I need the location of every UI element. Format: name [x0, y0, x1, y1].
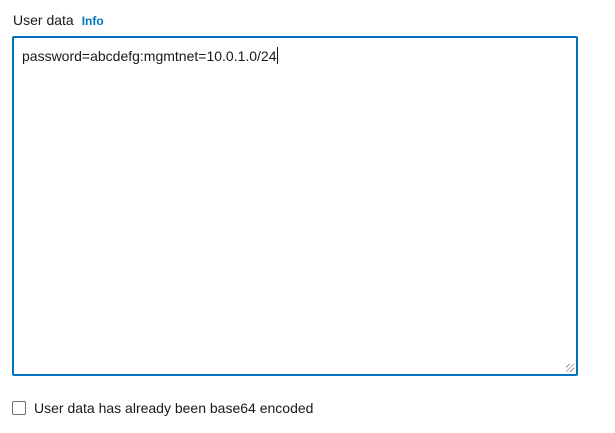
user-data-label-row: User data Info	[13, 12, 104, 28]
base64-encoded-checkbox[interactable]	[12, 401, 26, 415]
resize-handle[interactable]	[566, 364, 574, 372]
info-link[interactable]: Info	[81, 14, 104, 28]
user-data-textarea[interactable]: password=abcdefg:mgmtnet=10.0.1.0/24	[12, 36, 578, 376]
base64-encoded-label[interactable]: User data has already been base64 encode…	[34, 400, 314, 416]
base64-encoded-option[interactable]: User data has already been base64 encode…	[12, 400, 313, 416]
text-caret	[276, 47, 278, 64]
user-data-label: User data	[13, 12, 74, 28]
user-data-value[interactable]: password=abcdefg:mgmtnet=10.0.1.0/24	[22, 48, 277, 64]
